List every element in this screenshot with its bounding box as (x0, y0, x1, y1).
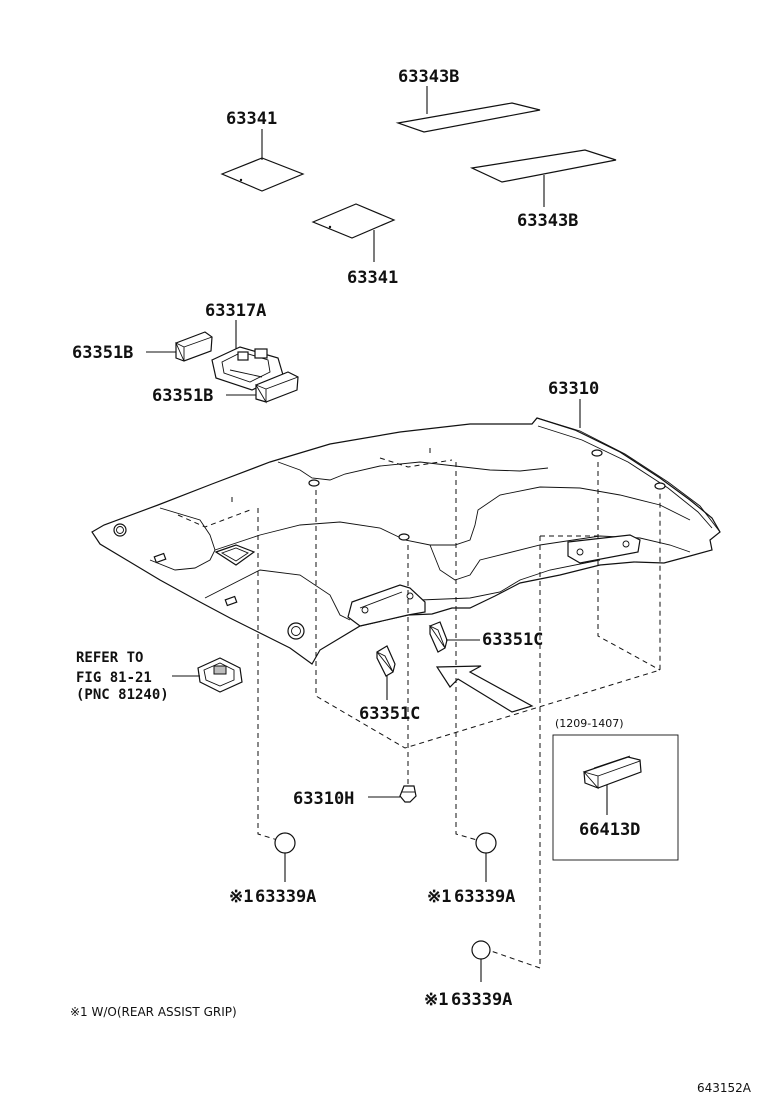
pad-63351b-b (254, 371, 299, 404)
sheet-63341-top (220, 157, 305, 192)
label-63341-top: 63341 (226, 109, 277, 129)
refer-line-2: FIG 81-21 (76, 670, 152, 686)
refer-console (197, 657, 243, 693)
plug-63339a-2 (475, 832, 497, 854)
footnote: ※1 W/O(REAR ASSIST GRIP) (70, 1005, 237, 1019)
clip-63310h (399, 785, 417, 803)
label-63310h: 63310H (293, 789, 354, 809)
ref-mark-1: ※1 (229, 887, 253, 907)
label-63343b-right: 63343B (517, 211, 578, 231)
console-63317a (211, 346, 284, 391)
label-63341-mid: 63341 (347, 268, 398, 288)
pad-63351c-left (376, 645, 396, 677)
label-63339a-2: 63339A (454, 887, 515, 907)
label-63310: 63310 (548, 379, 599, 399)
sheet-63343b-top (395, 102, 541, 133)
plug-63339a-1 (274, 832, 296, 854)
refer-line-1: REFER TO (76, 650, 143, 666)
headliner-63310 (91, 417, 721, 665)
ref-mark-2: ※1 (427, 887, 451, 907)
label-63339a-3: 63339A (451, 990, 512, 1010)
refer-line-3: (PNC 81240) (76, 687, 169, 703)
label-63317a: 63317A (205, 301, 266, 321)
inset-box (552, 734, 679, 861)
sheet-63343b-right (469, 149, 617, 183)
plug-63339a-3 (471, 940, 491, 960)
label-63351c-left: 63351C (359, 704, 420, 724)
label-66413d: 66413D (579, 820, 640, 840)
inset-date-range: (1209-1407) (555, 717, 624, 730)
ref-mark-3: ※1 (424, 990, 448, 1010)
pad-63351c-right (428, 621, 448, 653)
label-63351b-a: 63351B (72, 343, 133, 363)
label-63351b-b: 63351B (152, 386, 213, 406)
label-63343b-top: 63343B (398, 67, 459, 87)
label-63351c-right: 63351C (482, 630, 543, 650)
grip-66413d (582, 755, 642, 790)
front-arrow (435, 665, 534, 713)
sheet-63341-mid (311, 203, 396, 239)
label-63339a-1: 63339A (255, 887, 316, 907)
figure-id: 643152A (697, 1081, 752, 1095)
pad-63351b-a (175, 331, 213, 362)
